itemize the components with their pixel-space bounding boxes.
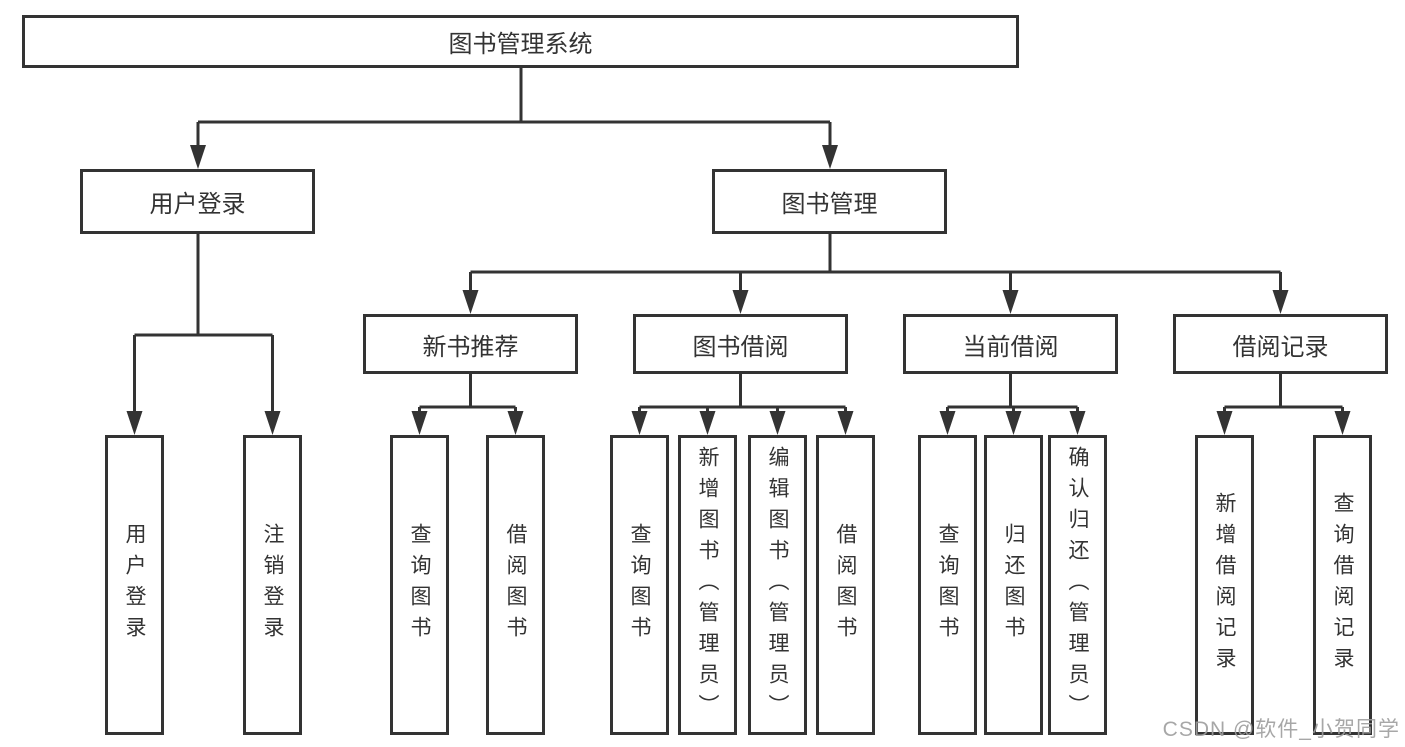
leaf-user-login: 用户登录 bbox=[105, 435, 164, 735]
leaf-label: 查询借阅记录 bbox=[1331, 492, 1354, 678]
connector-book-borrow-to-leaves bbox=[631, 374, 854, 435]
leaf-query-borrow-record: 查询借阅记录 bbox=[1313, 435, 1372, 735]
node-book-management: 图书管理 bbox=[712, 169, 947, 234]
leaf-label: 用户登录 bbox=[123, 523, 146, 647]
node-book-borrow: 图书借阅 bbox=[633, 314, 848, 374]
node-borrow-records: 借阅记录 bbox=[1173, 314, 1388, 374]
leaf-label: 查询图书 bbox=[628, 523, 651, 647]
leaf-borrow-books: 借阅图书 bbox=[816, 435, 875, 735]
leaf-label: 归还图书 bbox=[1002, 523, 1025, 647]
leaf-add-book-admin: 新增图书（管理员） bbox=[678, 435, 737, 735]
node-root: 图书管理系统 bbox=[22, 15, 1019, 68]
connector-user-login-to-leaves bbox=[126, 234, 281, 435]
leaf-return-book: 归还图书 bbox=[984, 435, 1043, 735]
leaf-label: 注销登录 bbox=[261, 523, 284, 647]
leaf-label: 新增借阅记录 bbox=[1213, 492, 1236, 678]
leaf-logout: 注销登录 bbox=[243, 435, 302, 735]
node-user-login: 用户登录 bbox=[80, 169, 315, 234]
leaf-label: 查询图书 bbox=[408, 523, 431, 647]
leaf-label: 新增图书（管理员） bbox=[696, 445, 719, 725]
node-current-borrow: 当前借阅 bbox=[903, 314, 1118, 374]
leaf-edit-book-admin: 编辑图书（管理员） bbox=[748, 435, 807, 735]
leaf-query-books-recommend: 查询图书 bbox=[390, 435, 449, 735]
leaf-confirm-return-admin: 确认归还（管理员） bbox=[1048, 435, 1107, 735]
leaf-add-borrow-record: 新增借阅记录 bbox=[1195, 435, 1254, 735]
leaf-label: 借阅图书 bbox=[504, 523, 527, 647]
connector-borrow-records-to-leaves bbox=[1216, 374, 1351, 435]
connector-root-to-level2 bbox=[190, 68, 838, 169]
connector-new-book-to-leaves bbox=[411, 374, 524, 435]
leaf-query-books-borrow: 查询图书 bbox=[610, 435, 669, 735]
leaf-label: 确认归还（管理员） bbox=[1066, 445, 1089, 725]
leaf-label: 借阅图书 bbox=[834, 523, 857, 647]
leaf-query-books-current: 查询图书 bbox=[918, 435, 977, 735]
leaf-label: 编辑图书（管理员） bbox=[766, 445, 789, 725]
node-new-book-recommend: 新书推荐 bbox=[363, 314, 578, 374]
connector-current-borrow-to-leaves bbox=[939, 374, 1086, 435]
watermark: CSDN @软件_小贺同学 bbox=[1162, 718, 1400, 741]
leaf-label: 查询图书 bbox=[936, 523, 959, 647]
connector-book-management-to-level3 bbox=[462, 234, 1289, 314]
leaf-borrow-books-recommend: 借阅图书 bbox=[486, 435, 545, 735]
